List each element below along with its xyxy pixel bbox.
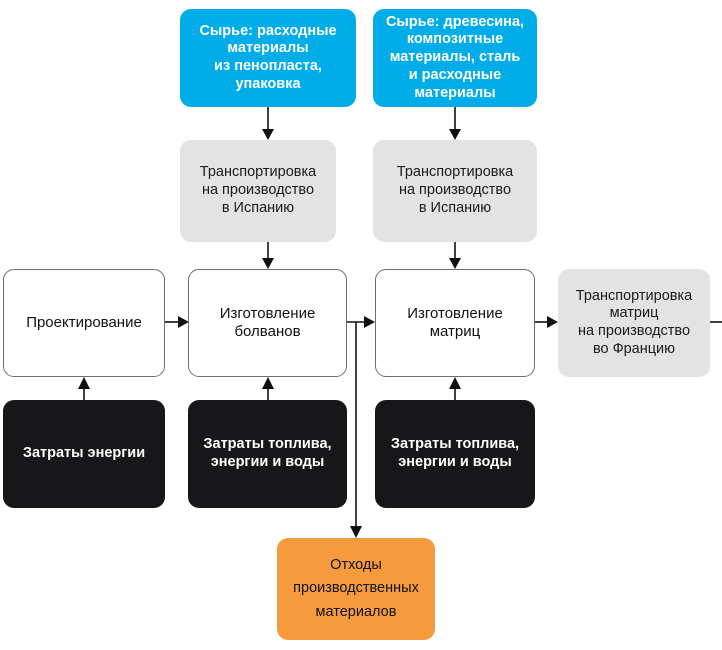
- edge-make-plugs-to-make-molds-and-waste: [347, 316, 375, 538]
- edge-transport-1-to-make-plugs: [262, 242, 274, 269]
- node-fuel-energy-water-1[interactable]: Затраты топлива, энергии и воды: [188, 400, 347, 508]
- edge-design-to-make-plugs: [165, 316, 189, 328]
- edge-fuel-2-to-make-molds: [449, 377, 461, 400]
- edge-fuel-1-to-make-plugs: [262, 377, 274, 400]
- edge-raw-wood-to-transport-2: [449, 107, 461, 140]
- node-transport-to-spain-1[interactable]: Транспортировка на производство в Испани…: [180, 140, 336, 242]
- node-fuel-energy-water-2[interactable]: Затраты топлива, энергии и воды: [375, 400, 535, 508]
- node-make-molds[interactable]: Изготовление матриц: [375, 269, 535, 377]
- node-make-plugs[interactable]: Изготовление болванов: [188, 269, 347, 377]
- edge-make-molds-to-transport-france: [535, 316, 558, 328]
- node-transport-to-france[interactable]: Транспортировка матриц на производство в…: [558, 269, 710, 377]
- node-transport-to-spain-2[interactable]: Транспортировка на производство в Испани…: [373, 140, 537, 242]
- node-production-waste[interactable]: Отходы производственных материалов: [277, 538, 435, 640]
- node-energy-costs[interactable]: Затраты энергии: [3, 400, 165, 508]
- node-raw-material-wood[interactable]: Сырье: древесина, композитные материалы,…: [373, 9, 537, 107]
- node-raw-material-foam[interactable]: Сырье: расходные материалы из пенопласта…: [180, 9, 356, 107]
- node-design[interactable]: Проектирование: [3, 269, 165, 377]
- edge-energy-to-design: [78, 377, 90, 400]
- edge-transport-2-to-make-molds: [449, 242, 461, 269]
- edge-raw-foam-to-transport-1: [262, 107, 274, 140]
